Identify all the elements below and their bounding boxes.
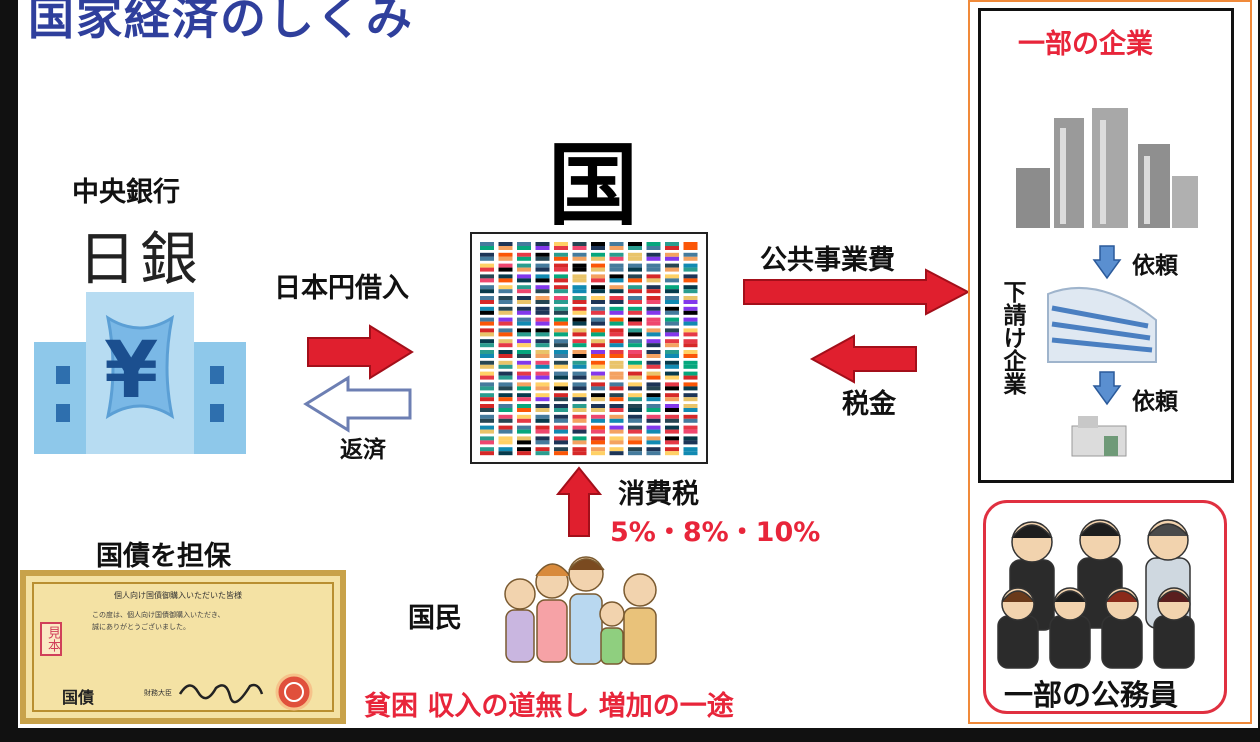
sample-stamp: 見本 — [40, 622, 62, 656]
central-bank-label: 中央銀行 — [72, 177, 180, 208]
skyscrapers-icon — [1016, 108, 1198, 228]
repay-arrow — [303, 375, 412, 433]
borrow-label: 日本円借入 — [274, 273, 409, 304]
consumption-tax-arrow — [556, 466, 602, 537]
yen-symbol: ¥ — [104, 326, 159, 416]
office-building-icon — [1047, 287, 1157, 363]
tax-label: 税金 — [842, 389, 896, 420]
certificate-text-2: 誠にありがとうございました。 — [92, 623, 190, 631]
world-flags-grid-icon — [470, 232, 708, 464]
certificate-text-1: この度は、個人向け国債御購入いただき、 — [92, 611, 225, 619]
public-works-label: 公共事業費 — [760, 245, 895, 276]
companies-box — [978, 8, 1234, 483]
officials-label: 一部の公務員 — [1004, 678, 1179, 712]
minister-signature-icon — [178, 683, 264, 704]
citizens-label: 国民 — [408, 603, 462, 634]
official-seal-icon — [275, 673, 313, 711]
public-works-arrow — [743, 268, 971, 316]
certificate-minister: 財務大臣 — [144, 689, 172, 697]
government-bond-certificate: 個人向け国債御購入いただいた皆様 この度は、個人向け国債御購入いただき、 誠にあ… — [20, 570, 346, 724]
boj-name: 日銀 — [78, 225, 203, 293]
consumption-tax-label: 消費税 — [618, 479, 699, 510]
companies-heading: 一部の企業 — [1018, 29, 1153, 60]
state-label: 国 — [548, 132, 638, 238]
tax-arrow — [809, 334, 917, 384]
repay-label: 返済 — [340, 437, 386, 463]
request-arrow-2 — [1092, 371, 1122, 406]
beneficiaries-frame — [968, 0, 1252, 724]
officials-box — [983, 500, 1227, 714]
request-label-1: 依頼 — [1132, 253, 1178, 279]
borrow-arrow — [307, 324, 414, 380]
subcontractor-label: 下請け企業 — [999, 280, 1025, 395]
bond-collateral-label: 国債を担保 — [96, 541, 231, 572]
certificate-issuer: 国債 — [62, 688, 95, 707]
request-label-2: 依頼 — [1132, 389, 1178, 415]
citizens-status-note: 貧困 収入の道無し 増加の一途 — [364, 691, 734, 722]
certificate-heading: 個人向け国債御購入いただいた皆様 — [114, 591, 242, 600]
bank-building-icon — [34, 292, 246, 454]
civil-servants-group-icon — [997, 519, 1195, 669]
tax-rates-label: 5%・8%・10% — [610, 517, 821, 548]
family-illustration-icon — [504, 556, 657, 665]
request-arrow-1 — [1092, 245, 1122, 280]
page-title: 国家経済のしくみ — [28, 0, 414, 45]
small-factory-icon — [1071, 416, 1127, 457]
